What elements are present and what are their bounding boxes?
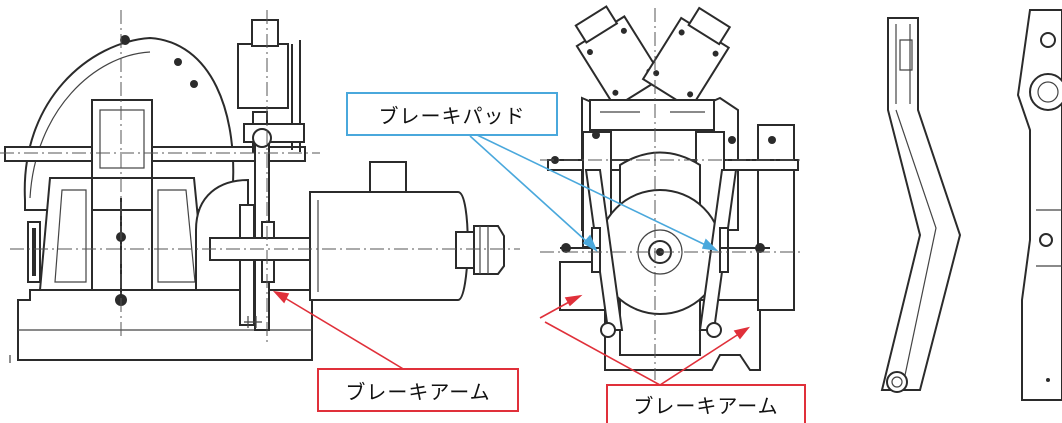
side-view xyxy=(0,10,520,363)
pad-leader-lines xyxy=(469,133,719,252)
brake-pad-label: ブレーキパッド xyxy=(346,92,558,136)
arm-leader-lines xyxy=(272,290,751,386)
front-view xyxy=(540,5,800,380)
brake-arm-label-left: ブレーキアーム xyxy=(317,368,519,412)
brake-arm-label-right: ブレーキアーム xyxy=(606,384,806,423)
arm-part-front xyxy=(1016,9,1062,401)
arm-part-side xyxy=(880,17,962,393)
